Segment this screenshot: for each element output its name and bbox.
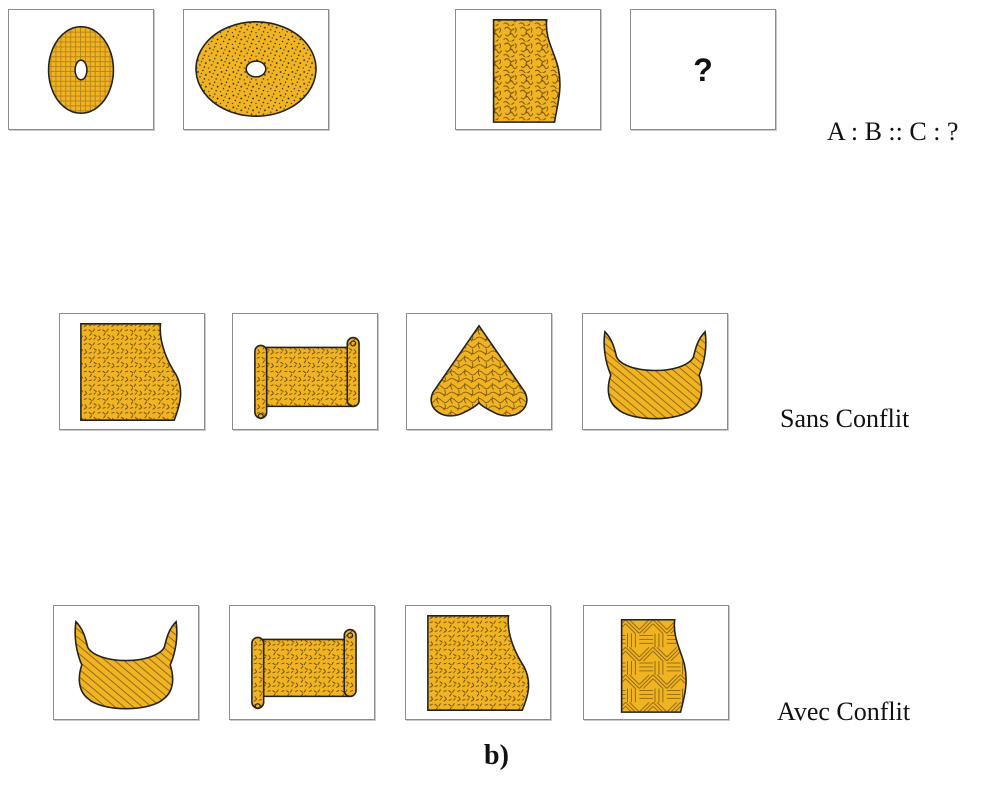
card-c xyxy=(455,9,601,130)
scroll-shape xyxy=(251,628,357,710)
curved-block-shape xyxy=(492,19,561,123)
analogy-relation-label: A : B :: C : ? xyxy=(827,117,959,146)
question-mark: ? xyxy=(693,52,713,88)
heart-shape xyxy=(430,324,528,417)
curved-block-shape xyxy=(427,615,530,711)
oval-ring-small-hole-shape xyxy=(47,25,115,115)
curved-block-shape xyxy=(80,323,182,421)
option-avec-3[interactable] xyxy=(405,605,551,720)
avec-conflit-label: Avec Conflit xyxy=(777,697,911,726)
card-a xyxy=(8,9,154,130)
option-sans-1[interactable] xyxy=(59,313,205,430)
option-sans-3[interactable] xyxy=(406,313,552,430)
curved-block-shape xyxy=(620,618,687,713)
figure-caption: b) xyxy=(484,740,509,771)
card-b xyxy=(183,9,329,130)
option-avec-4[interactable] xyxy=(583,605,729,720)
collar-shape xyxy=(74,620,178,710)
option-sans-4[interactable] xyxy=(582,313,728,430)
option-sans-2[interactable] xyxy=(232,313,378,430)
collar-shape xyxy=(603,330,707,420)
sans-conflit-label: Sans Conflit xyxy=(780,404,910,433)
card-unknown: ? xyxy=(630,9,776,130)
round-ring-shape xyxy=(195,21,317,117)
scroll-shape xyxy=(254,336,360,420)
option-avec-1[interactable] xyxy=(53,605,199,720)
option-avec-2[interactable] xyxy=(229,605,375,720)
